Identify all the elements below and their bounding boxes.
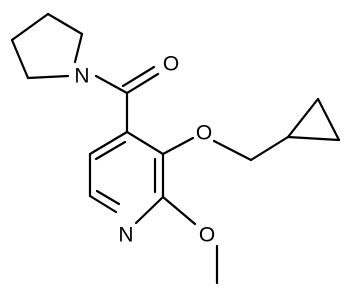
bond-c2-methoxy-o — [161, 195, 197, 226]
bond-ring-c3-c4 — [125, 130, 165, 156]
bond-pyrrolidine-n-c1 — [73, 32, 84, 64]
bond-cyclopropyl-a — [286, 97, 320, 139]
bond-lines — [10, 12, 341, 285]
atom-label-pyrrolidine-n: N — [74, 65, 89, 88]
bond-n-carbonyl-c — [94, 74, 129, 95]
bond-pyrrolidine-c3-c4 — [10, 38, 30, 80]
atom-label-carbonyl-o: O — [163, 53, 179, 76]
bond-cyclopropyl-b — [316, 97, 341, 142]
bond-ether-o-ch2 — [212, 139, 253, 162]
bond-pyrrolidine-c4-n — [26, 74, 70, 80]
atom-label-methoxy-o: O — [199, 224, 215, 247]
bond-pyrrolidine-c1-c2 — [46, 12, 84, 36]
bond-ring-c6-n — [88, 194, 118, 214]
bond-ring-c4-c5 — [88, 130, 129, 156]
bond-carbonyl-co-2 — [121, 65, 156, 88]
atom-label-ether-o: O — [196, 122, 212, 145]
bond-ring-n-c2 — [134, 195, 165, 225]
bond-ch2-cyclopropyl — [249, 135, 290, 162]
atom-labels: N O O N O — [74, 53, 215, 247]
bond-ring-c4-c5-inner — [94, 140, 127, 161]
bond-cyclopropyl-c — [286, 135, 341, 142]
atom-label-pyridine-n: N — [118, 224, 133, 247]
bond-ring-c6-n-inner — [95, 189, 121, 206]
bond-carbonyl-co-1 — [125, 72, 160, 95]
bond-pyrrolidine-c2-c3 — [10, 12, 50, 42]
bond-c3-ether-o — [161, 136, 195, 156]
